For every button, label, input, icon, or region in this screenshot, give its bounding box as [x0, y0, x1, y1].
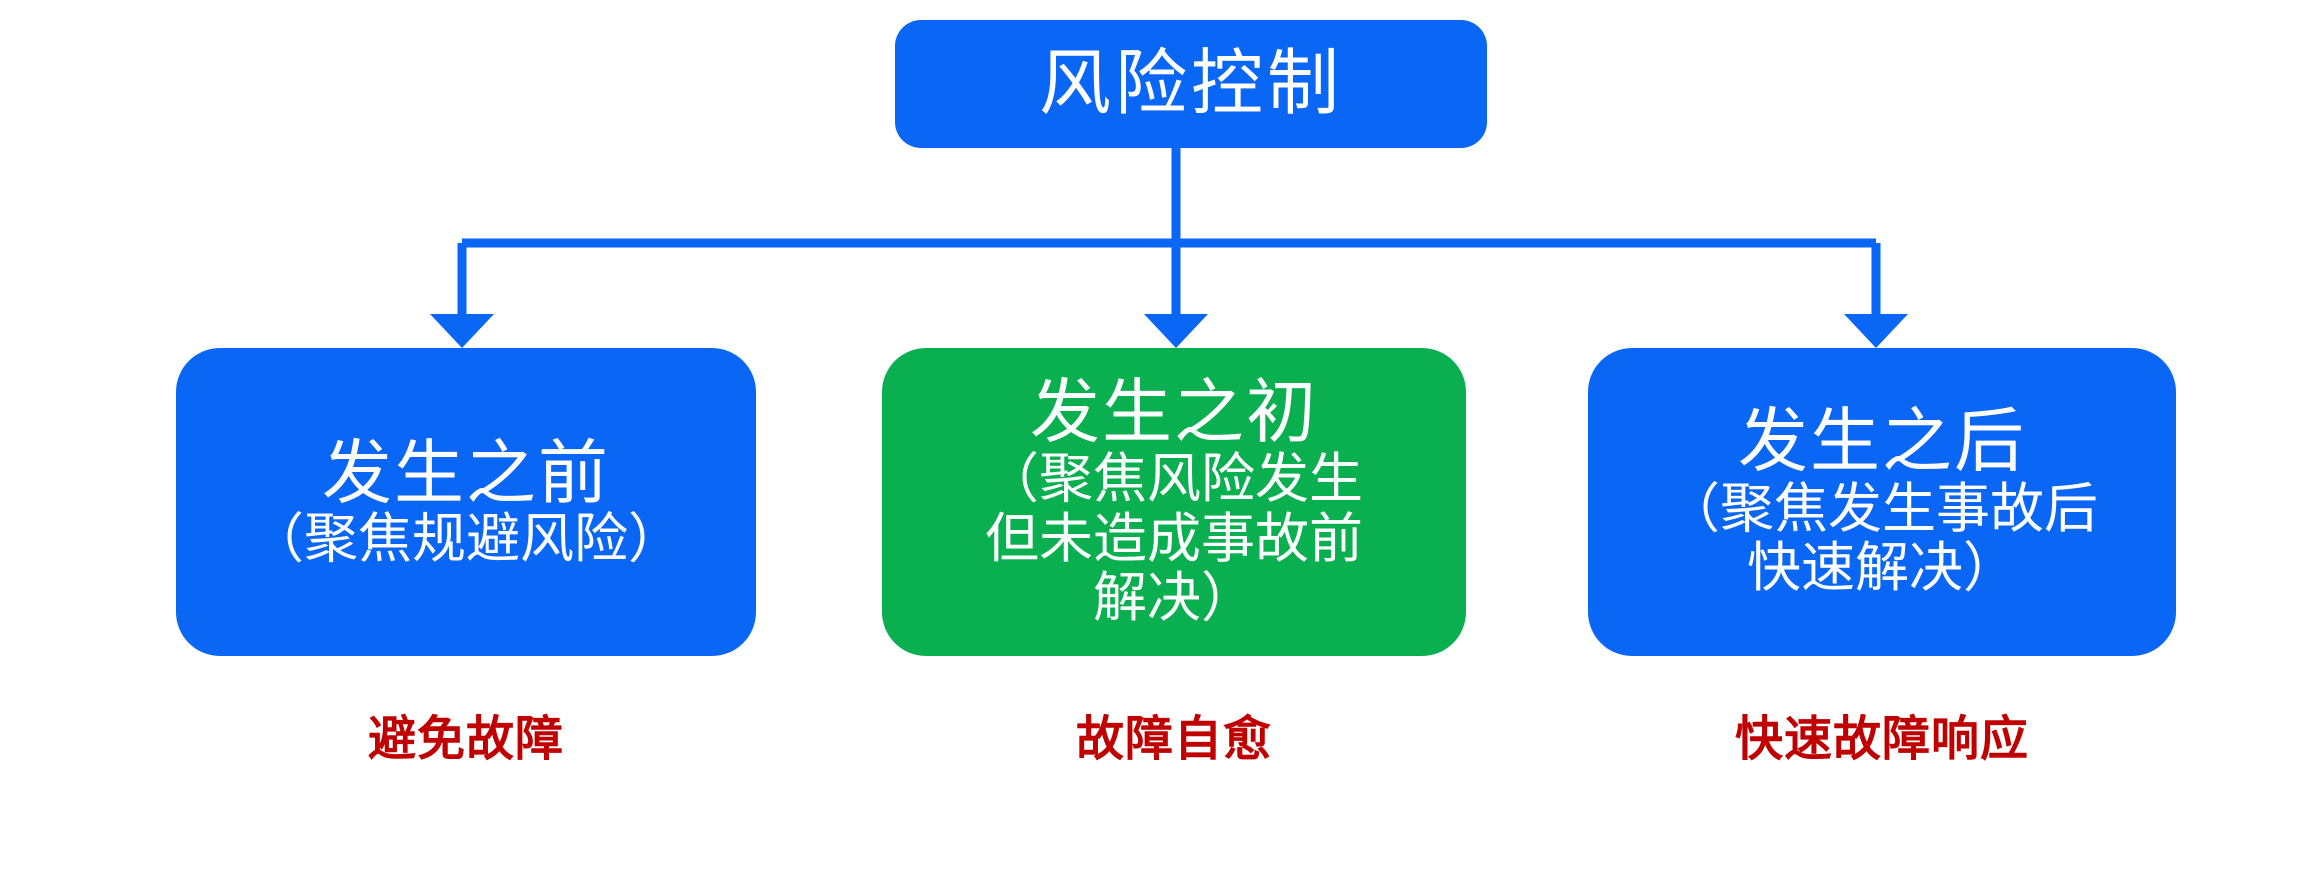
outcome-label-onset: 故障自愈: [1075, 713, 1272, 766]
node-after-title: 发生之后: [1738, 402, 2026, 481]
node-root[interactable]: 风险控制: [895, 20, 1487, 148]
node-after[interactable]: 发生之后 （聚焦发生事故后快速解决）: [1588, 348, 2176, 656]
arrowhead-right: [1844, 314, 1908, 348]
node-before[interactable]: 发生之前 （聚焦规避风险）: [176, 348, 756, 656]
node-root-title: 风险控制: [1038, 43, 1343, 124]
node-before-subtitle: （聚焦规避风险）: [250, 509, 682, 570]
node-onset-title: 发生之初: [1030, 372, 1318, 451]
arrowhead-left: [430, 314, 494, 348]
node-after-subtitle: （聚焦发生事故后快速解决）: [1666, 479, 2098, 599]
outcome-label-before: 避免故障: [367, 713, 564, 766]
node-onset[interactable]: 发生之初 （聚焦风险发生但未造成事故前解决）: [882, 348, 1466, 656]
arrowhead-center: [1144, 314, 1208, 348]
node-onset-subtitle: （聚焦风险发生但未造成事故前解决）: [985, 449, 1363, 629]
outcome-label-after: 快速故障响应: [1734, 713, 2029, 766]
node-before-title: 发生之前: [322, 433, 610, 512]
